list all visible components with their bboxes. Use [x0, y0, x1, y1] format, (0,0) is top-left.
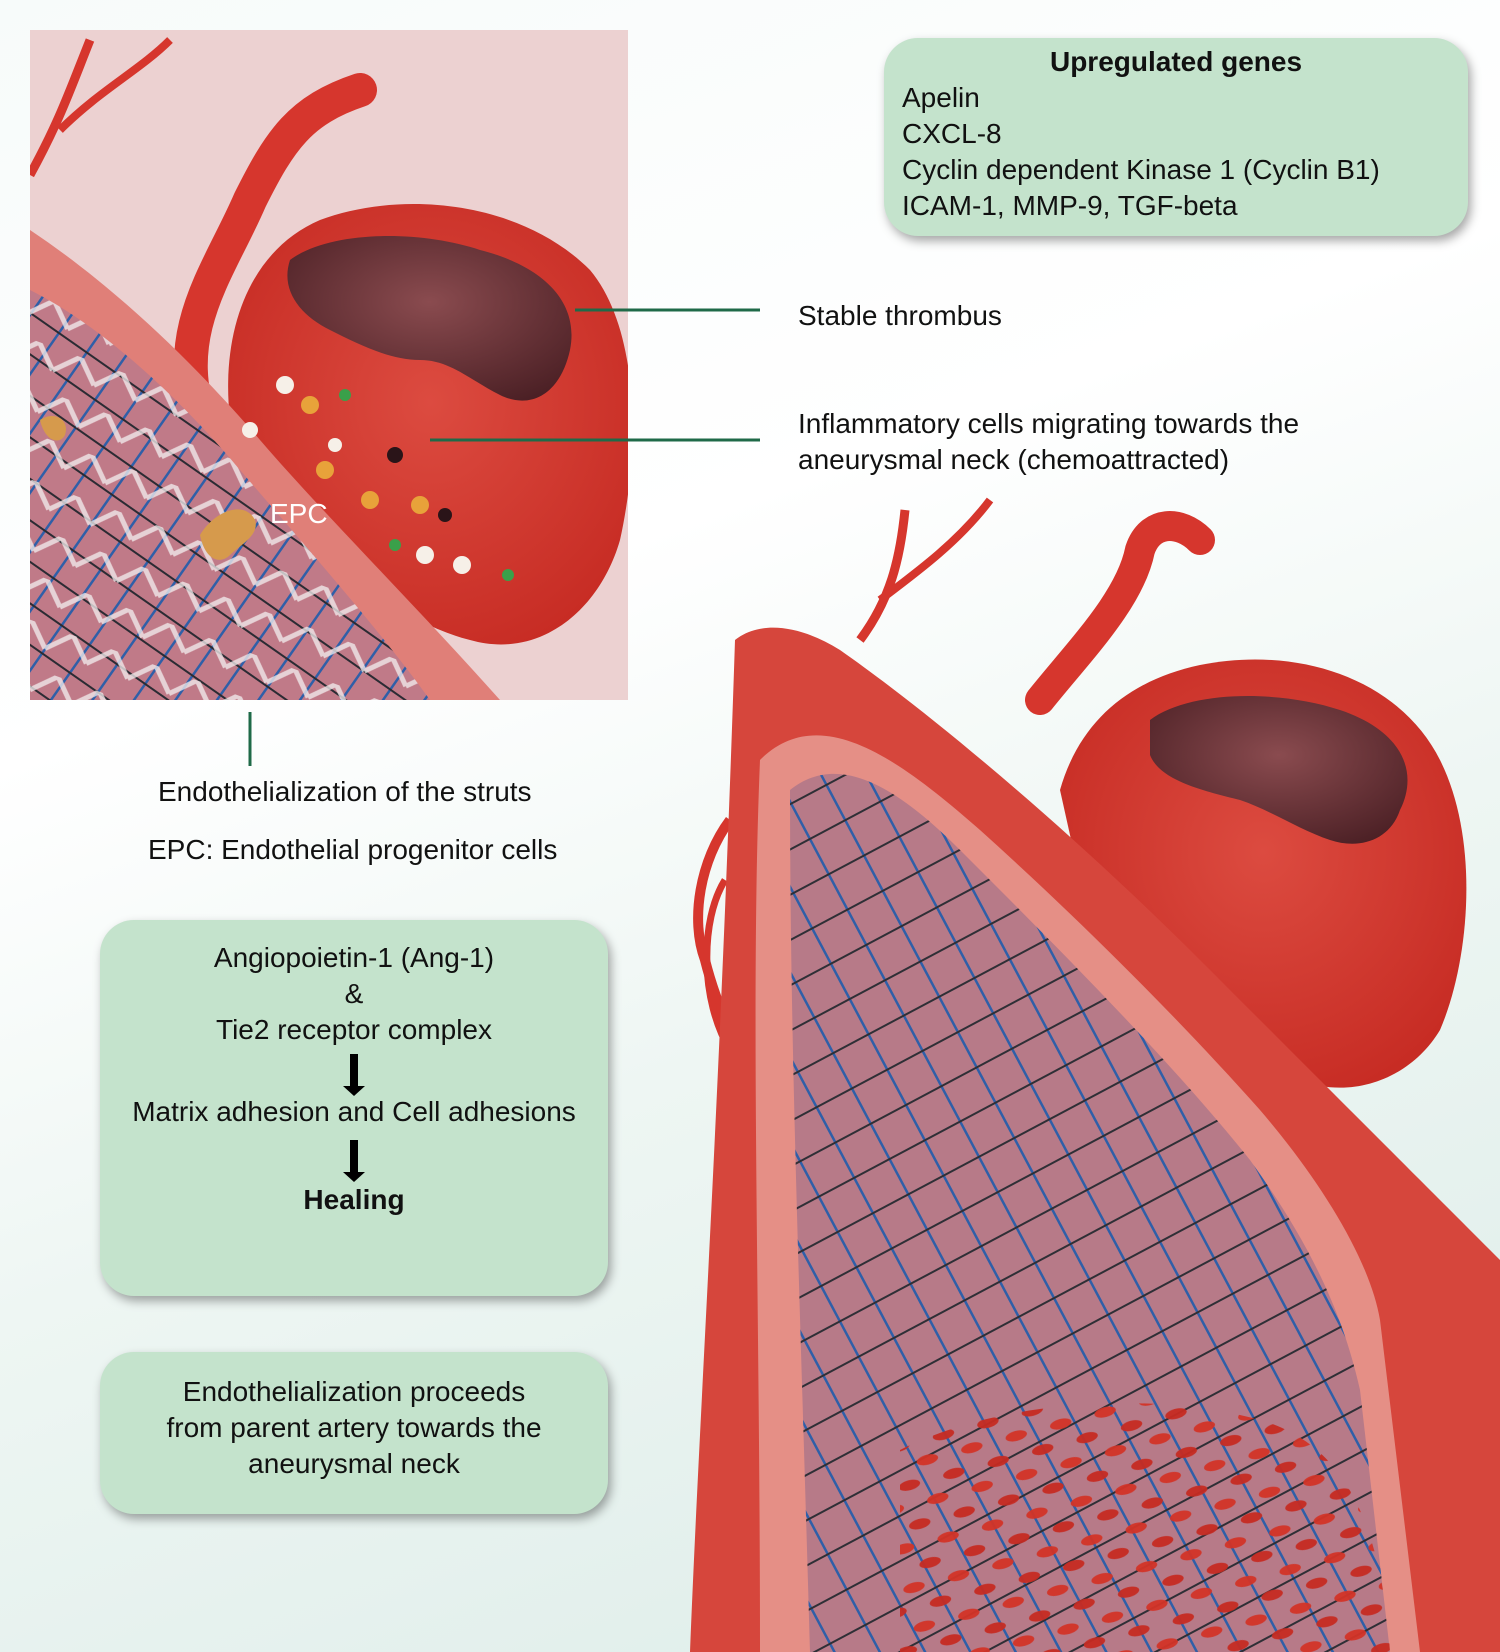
endo-line-2: from parent artery towards the — [166, 1412, 542, 1443]
leader-lines — [248, 308, 760, 766]
pathway-ampersand: & — [344, 978, 364, 1009]
pathway-box: Angiopoietin-1 (Ang-1) & Tie2 receptor c… — [100, 920, 608, 1296]
gene-item: CXCL-8 — [902, 118, 1002, 149]
pathway-line-adhesion: Matrix adhesion and Cell adhesions — [132, 1096, 576, 1127]
gene-item: ICAM-1, MMP-9, TGF-beta — [902, 190, 1238, 221]
epc-cell — [200, 509, 256, 560]
main-vessel — [690, 497, 1500, 1652]
inset-panel — [30, 30, 628, 700]
endothelialization-box: Endothelialization proceeds from parent … — [100, 1352, 608, 1514]
gene-item: Cyclin dependent Kinase 1 (Cyclin B1) — [902, 154, 1380, 185]
label-inflammatory-1: Inflammatory cells migrating towards the — [798, 408, 1300, 439]
endo-line-1: Endothelialization proceeds — [182, 1376, 526, 1407]
thrombus-inset — [287, 236, 572, 401]
thrombus-main — [1150, 696, 1408, 844]
endo-line-3: aneurysmal neck — [248, 1448, 460, 1479]
label-struts: Endothelialization of the struts — [158, 776, 532, 807]
genes-title: Upregulated genes — [1049, 46, 1303, 77]
red-blood-cells — [900, 1403, 1390, 1652]
pathway-line-healing: Healing — [303, 1184, 405, 1215]
upregulated-genes-box: Upregulated genes Apelin CXCL-8 Cyclin d… — [884, 38, 1468, 236]
epc-label: EPC — [270, 498, 328, 529]
gene-item: Apelin — [902, 82, 980, 113]
label-stable-thrombus: Stable thrombus — [798, 300, 1002, 331]
label-inflammatory-2: aneurysmal neck (chemoattracted) — [798, 444, 1230, 475]
down-arrow-icon — [343, 1140, 365, 1182]
inflammatory-cells — [242, 376, 514, 581]
pathway-line-tie2: Tie2 receptor complex — [216, 1014, 492, 1045]
label-epc-definition: EPC: Endothelial progenitor cells — [148, 834, 558, 865]
down-arrow-icon — [343, 1054, 365, 1096]
pathway-line-ang1: Angiopoietin-1 (Ang-1) — [213, 942, 495, 973]
